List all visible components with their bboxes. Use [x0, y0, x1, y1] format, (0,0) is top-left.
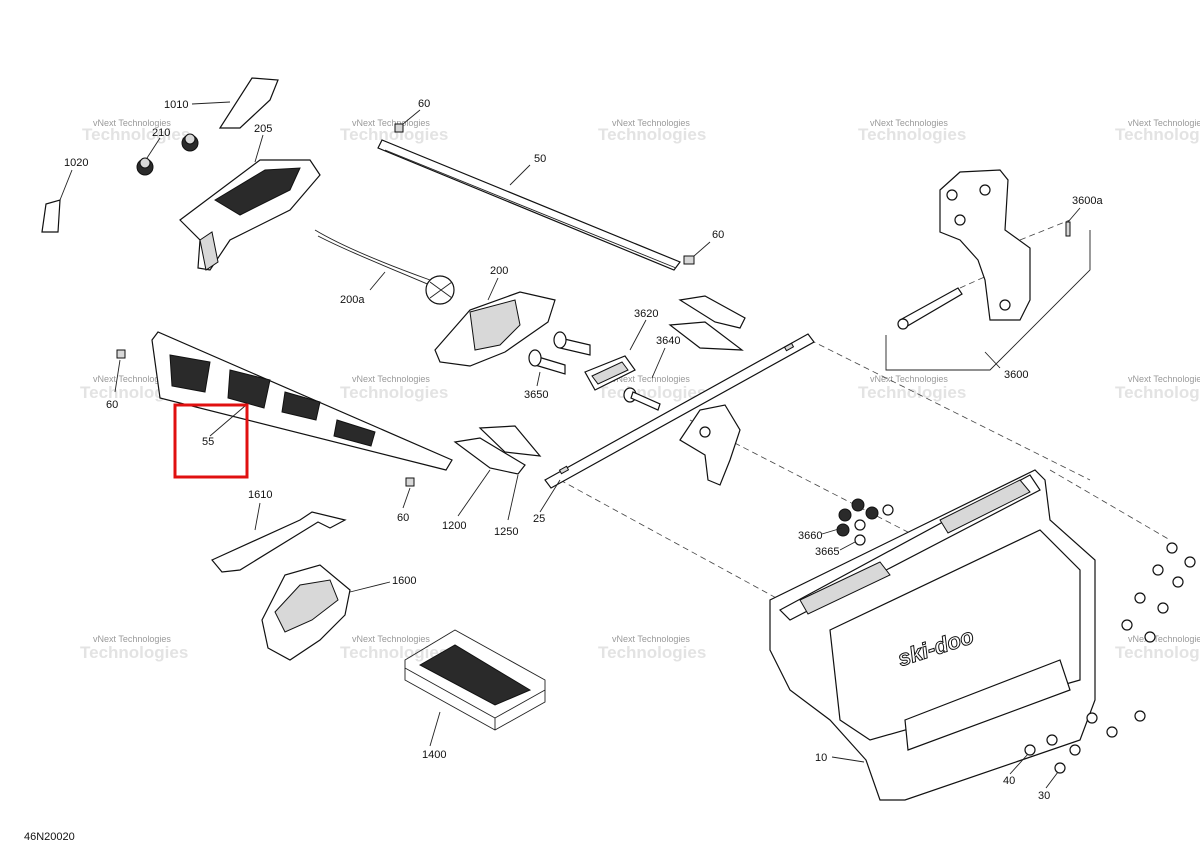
wire-harness-200a[interactable] — [314, 229, 455, 305]
label-40[interactable]: 40 — [1003, 775, 1015, 787]
label-205[interactable]: 205 — [254, 123, 272, 135]
nut-3660[interactable] — [836, 498, 879, 537]
light-200[interactable] — [434, 291, 556, 367]
bag-1600[interactable] — [261, 564, 351, 661]
lens-1250[interactable] — [478, 425, 542, 457]
pin-3600a[interactable] — [1065, 221, 1071, 237]
assembly-lines — [559, 219, 1171, 601]
hinge-bracket-3600[interactable] — [897, 169, 1031, 330]
label-1010[interactable]: 1010 — [164, 99, 188, 111]
watermark-logo: Technologies — [1115, 383, 1200, 402]
hardware-3650[interactable] — [528, 331, 591, 375]
watermark-text: vNext Technologies — [93, 634, 171, 644]
watermark-logo: Technologies — [598, 125, 706, 144]
washer-3665[interactable] — [854, 504, 894, 546]
label-55[interactable]: 55 — [202, 436, 214, 448]
toolkit-1400[interactable] — [404, 629, 546, 731]
watermark-text: vNext Technologies — [352, 118, 430, 128]
side-panel-55[interactable] — [151, 331, 453, 471]
label-1250[interactable]: 1250 — [494, 526, 518, 538]
label-1600[interactable]: 1600 — [392, 575, 416, 587]
label-3665[interactable]: 3665 — [815, 546, 839, 558]
label-3640[interactable]: 3640 — [656, 335, 680, 347]
label-10[interactable]: 10 — [815, 752, 827, 764]
highlight-box-55 — [173, 403, 249, 479]
plate-25[interactable] — [544, 333, 815, 489]
nut-210[interactable] — [136, 133, 199, 176]
mount-bracket[interactable] — [679, 404, 741, 486]
watermark-logo: Technologies — [1115, 643, 1200, 662]
label-60[interactable]: 60 — [397, 512, 409, 524]
screw-3640[interactable] — [623, 387, 661, 411]
housing-205[interactable] — [179, 159, 321, 271]
watermark-logo: Technologies — [340, 125, 448, 144]
watermark-logo: Technologies — [858, 125, 966, 144]
rail-50[interactable] — [377, 139, 695, 271]
watermark-logo: Technologies — [858, 383, 966, 402]
label-1610[interactable]: 1610 — [248, 489, 272, 501]
decal-1010[interactable] — [218, 77, 279, 129]
label-1400[interactable]: 1400 — [422, 749, 446, 761]
bracket-3620[interactable] — [584, 355, 636, 391]
watermark-text: vNext Technologies — [870, 374, 948, 384]
watermark-logo: Technologies — [598, 643, 706, 662]
watermark-text: vNext Technologies — [352, 634, 430, 644]
label-200[interactable]: 200 — [490, 265, 508, 277]
label-1200[interactable]: 1200 — [442, 520, 466, 532]
watermark-text: vNext Technologies — [93, 374, 171, 384]
label-3660[interactable]: 3660 — [798, 530, 822, 542]
label-210[interactable]: 210 — [152, 127, 170, 139]
watermark-text: vNext Technologies — [1128, 118, 1200, 128]
watermark-text: vNext Technologies — [612, 634, 690, 644]
watermark-text: vNext Technologies — [612, 374, 690, 384]
lens-gasket-1200[interactable] — [453, 437, 526, 475]
screws-30[interactable] — [1024, 542, 1196, 774]
label-25[interactable]: 25 — [533, 513, 545, 525]
rear-panel-10[interactable]: ski-doo — [769, 469, 1096, 801]
label-60[interactable]: 60 — [106, 399, 118, 411]
label-50[interactable]: 50 — [534, 153, 546, 165]
label-3650[interactable]: 3650 — [524, 389, 548, 401]
decal-1020[interactable] — [41, 199, 61, 233]
watermark-logo: Technologies — [80, 643, 188, 662]
screw-60[interactable] — [394, 123, 404, 133]
label-3600[interactable]: 3600 — [1004, 369, 1028, 381]
diagram-code: 46N20020 — [24, 831, 75, 842]
label-60[interactable]: 60 — [712, 229, 724, 241]
watermark-logo: Technologies — [1115, 125, 1200, 144]
leader-lines — [59, 101, 1081, 789]
label-1020[interactable]: 1020 — [64, 157, 88, 169]
lens-gasket[interactable] — [678, 295, 746, 329]
label-60[interactable]: 60 — [418, 98, 430, 110]
watermark-text: vNext Technologies — [93, 118, 171, 128]
watermark-text: vNext Technologies — [1128, 374, 1200, 384]
watermark-text: vNext Technologies — [352, 374, 430, 384]
screw-60[interactable] — [116, 349, 126, 359]
watermark-logo: Technologies — [82, 125, 190, 144]
watermark-text: vNext Technologies — [1128, 634, 1200, 644]
label-3600a[interactable]: 3600a — [1072, 195, 1103, 207]
label-3620[interactable]: 3620 — [634, 308, 658, 320]
label-30[interactable]: 30 — [1038, 790, 1050, 802]
watermark-text: vNext Technologies — [612, 118, 690, 128]
part-labels: 1010 210 205 1020 60 50 60 200 200a 3600… — [24, 98, 1103, 842]
strap-1610[interactable] — [211, 511, 347, 573]
watermarks: Technologies vNext Technologies Technolo… — [80, 118, 1200, 662]
watermark-logo: Technologies — [340, 643, 448, 662]
label-200a[interactable]: 200a — [340, 294, 365, 306]
watermark-logo: Technologies — [340, 383, 448, 402]
screw-60[interactable] — [405, 477, 415, 487]
watermark-text: vNext Technologies — [870, 118, 948, 128]
lens-clear[interactable] — [668, 321, 744, 351]
